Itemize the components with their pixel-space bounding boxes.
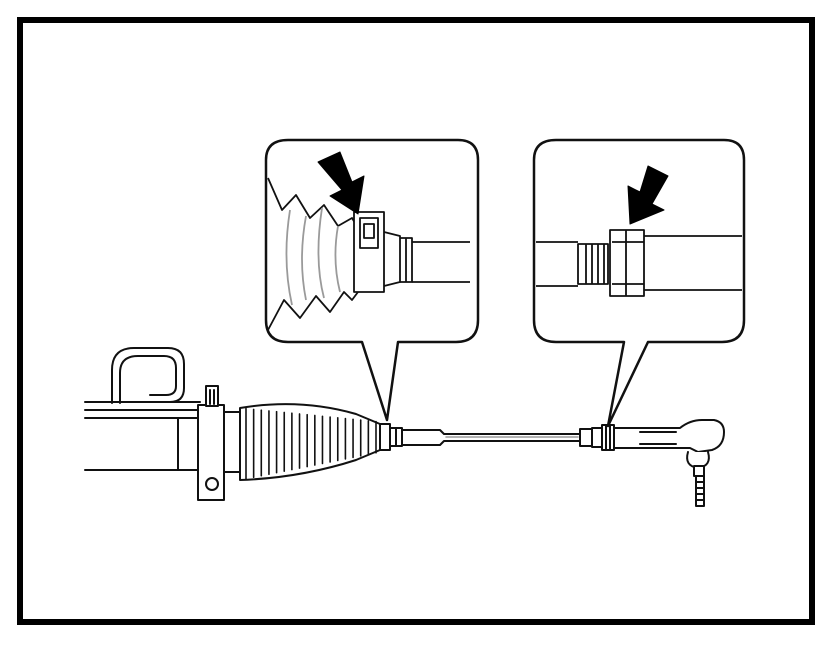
ball-stud-thread [695, 475, 705, 507]
callout-boot-clamp [264, 138, 480, 422]
arrow-down-left-icon [627, 165, 669, 225]
lock-nut-thread [577, 243, 609, 285]
tie-rod-lock-nut [579, 424, 615, 451]
bellows-boot [239, 403, 381, 481]
arrow-down-left-icon [317, 151, 365, 215]
gear-housing [84, 401, 201, 471]
lock-nut-body [609, 229, 645, 297]
pipe-bracket [84, 347, 201, 411]
callout-lock-nut [532, 138, 746, 428]
outer-tie-rod-end [613, 419, 725, 507]
mounting-bracket [197, 385, 241, 501]
steering-rack-assembly [84, 347, 725, 507]
inner-tie-rod-joint [379, 423, 403, 451]
boot-outline-lower [267, 291, 359, 331]
boot-outline-upper [267, 177, 359, 229]
